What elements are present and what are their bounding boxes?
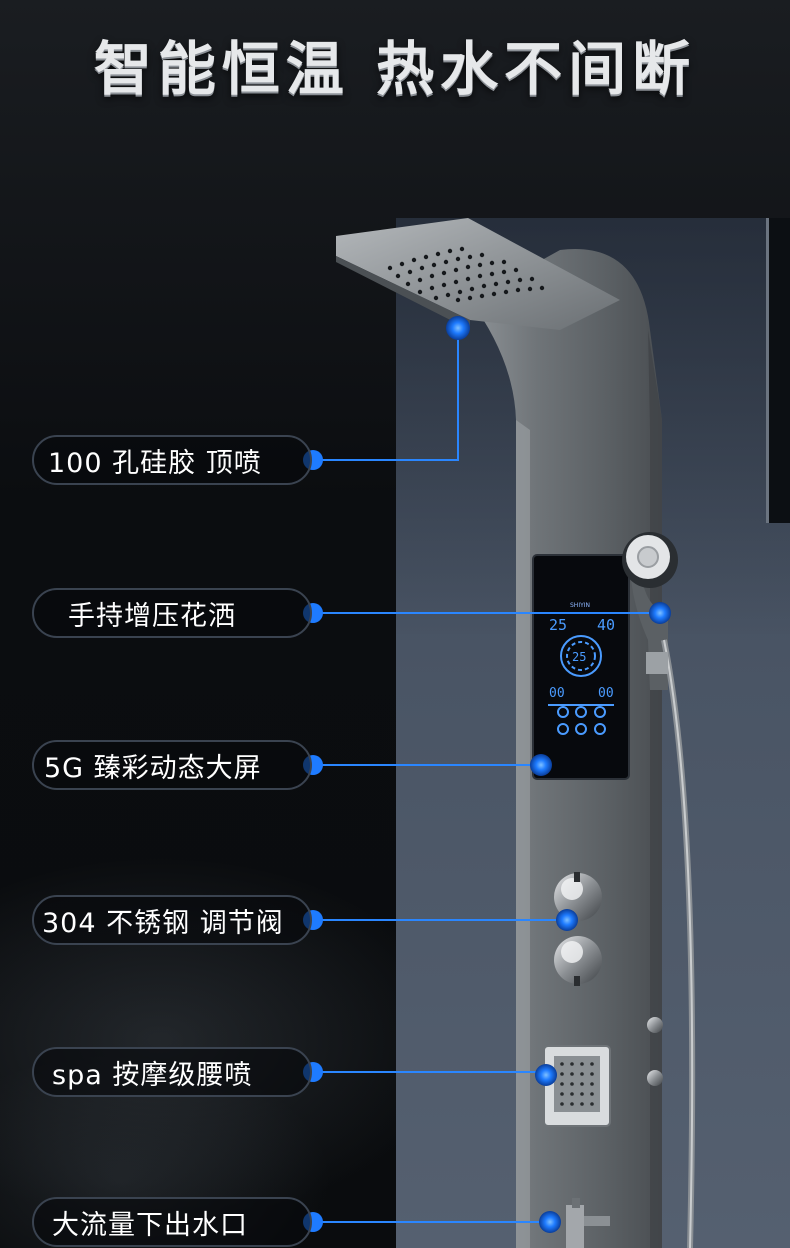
screen-readout-right: 00 [598, 686, 614, 701]
feature-label-valve: 304 不锈钢 调节阀 [32, 895, 312, 945]
feature-label-text: 大流量下出水口 [52, 1209, 248, 1241]
feature-label-text: 5G 臻彩动态大屏 [44, 752, 262, 784]
screen-readout-left: 00 [549, 686, 565, 701]
hotspot-spa-jet [535, 1064, 557, 1086]
hotspot-screen [530, 754, 552, 776]
feature-label-text: 手持增压花洒 [68, 600, 236, 632]
feature-label-text: 100 孔硅胶 顶喷 [48, 447, 262, 479]
feature-label-screen: 5G 臻彩动态大屏 [32, 740, 312, 790]
feature-label-text: 304 不锈钢 调节阀 [42, 907, 284, 939]
screen-temp-center: 25 [572, 650, 586, 664]
hotspot-valve [556, 909, 578, 931]
feature-label-top-spray: 100 孔硅胶 顶喷 [32, 435, 312, 485]
feature-label-text: spa 按摩级腰喷 [52, 1059, 253, 1091]
feature-label-spa-jet: spa 按摩级腰喷 [32, 1047, 312, 1097]
connector-line-top-spray [313, 328, 459, 461]
page-title: 智能恒温 热水不间断 [93, 35, 697, 103]
feature-label-handheld: 手持增压花洒 [32, 588, 312, 638]
background-frame [766, 218, 790, 523]
feature-label-outlet: 大流量下出水口 [32, 1197, 312, 1247]
screen-temp-left: 25 [549, 616, 567, 634]
screen-brand: SHIYIN [570, 602, 590, 609]
screen-temp-right: 40 [597, 616, 615, 634]
hotspot-top-spray [446, 316, 470, 340]
hotspot-outlet [539, 1211, 561, 1233]
hotspot-handheld [649, 602, 671, 624]
